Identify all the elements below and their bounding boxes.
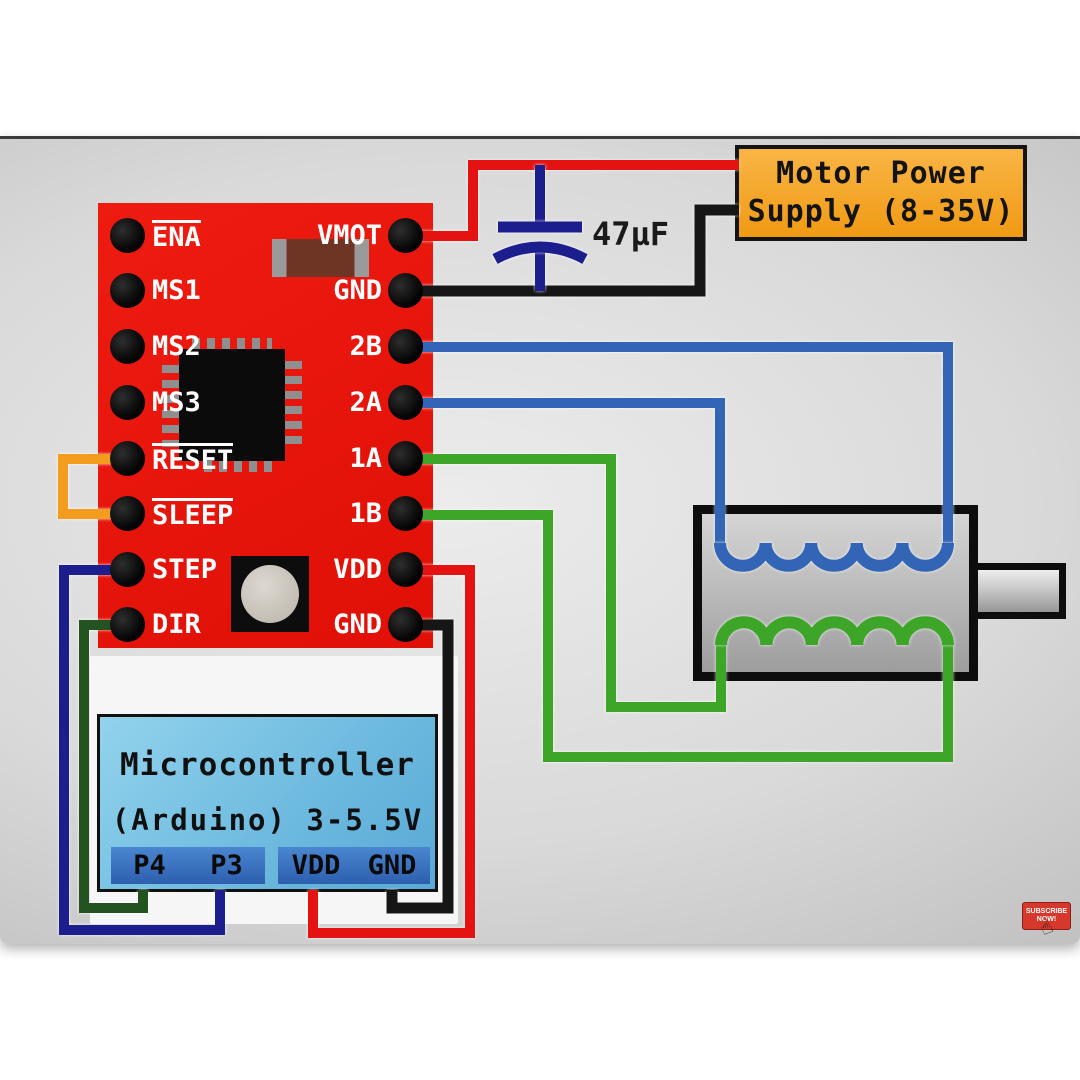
mcu-pin-vdd: VDD — [291, 850, 341, 881]
chip-pins-right — [284, 361, 302, 447]
pin-2a — [388, 385, 423, 420]
wire-gnd-mcu — [386, 619, 454, 914]
label-gnd-top: GND — [333, 275, 382, 306]
current-potentiometer — [231, 556, 309, 632]
microcontroller-title: Microcontroller — [120, 747, 415, 783]
label-2a: 2A — [349, 387, 382, 418]
pin-gnd-bottom — [388, 607, 423, 642]
motor-coil-a — [715, 616, 954, 646]
label-vdd: VDD — [333, 554, 382, 585]
wire-vmot-supply — [405, 160, 739, 241]
label-ms3: MS3 — [152, 387, 201, 418]
mcu-pin-p4: P4 — [133, 850, 166, 881]
pin-1b — [388, 496, 423, 531]
stepper-motor-body — [693, 505, 978, 681]
wire-1b-motor — [405, 510, 953, 762]
pin-ms1 — [110, 273, 145, 308]
capacitor-plate-bottom — [492, 241, 588, 264]
subscribe-badge[interactable]: SUBSCRIBE NOW! — [1022, 902, 1071, 930]
pin-sleep — [110, 496, 145, 531]
driver-ic-chip — [179, 349, 285, 461]
label-2b: 2B — [349, 331, 382, 362]
label-1a: 1A — [349, 443, 382, 474]
power-supply-line2: Supply (8-35V) — [747, 194, 1015, 229]
label-sleep: SLEEP — [152, 498, 234, 531]
label-gnd-bottom: GND — [333, 609, 382, 640]
label-reset: RESET — [152, 443, 234, 476]
label-ms1: MS1 — [152, 275, 201, 306]
label-ms2: MS2 — [152, 331, 201, 362]
chip-pins-left — [162, 365, 180, 447]
motor-coil-b — [714, 542, 954, 572]
pin-gnd-top — [388, 273, 423, 308]
wire-1a-motor — [405, 454, 726, 712]
microcontroller-subtitle: (Arduino) 3-5.5V — [111, 803, 424, 837]
mcu-pin-gnd: GND — [367, 850, 417, 881]
wire-reset-sleep — [58, 454, 128, 519]
smd-resistor — [272, 239, 369, 277]
label-step: STEP — [152, 554, 218, 585]
subscribe-badge-line2: NOW! — [1036, 916, 1057, 923]
mcu-pin-strip-signals: P4 P3 — [111, 847, 265, 884]
chip-pins-top — [192, 338, 272, 350]
motor-shaft — [978, 563, 1066, 619]
mcu-pin-p3: P3 — [210, 850, 243, 881]
subscribe-badge-line1: SUBSCRIBE — [1025, 908, 1068, 915]
mcu-pin-strip-power: VDD GND — [278, 847, 430, 884]
microcontroller-box: Microcontroller (Arduino) 3-5.5V P4 P3 V… — [97, 714, 438, 892]
wire-vdd-mcu — [308, 565, 475, 938]
pin-vdd — [388, 552, 423, 587]
pin-ena — [110, 218, 145, 253]
pin-step — [110, 552, 145, 587]
pin-reset — [110, 441, 145, 476]
power-supply-line1: Motor Power — [776, 156, 986, 191]
wire-step-p3 — [59, 565, 225, 935]
pin-2b — [388, 329, 423, 364]
label-1b: 1B — [349, 498, 382, 529]
label-vmot: VMOT — [316, 220, 382, 251]
label-dir: DIR — [152, 609, 201, 640]
wire-2b-motor — [405, 342, 953, 543]
chip-pins-bottom — [204, 460, 272, 472]
pin-dir — [110, 607, 145, 642]
pin-ms3 — [110, 385, 145, 420]
pin-vmot — [388, 218, 423, 253]
wire-2a-motor — [405, 398, 725, 543]
label-ena: ENA — [152, 220, 201, 253]
pin-1a — [388, 441, 423, 476]
motor-power-supply-box: Motor Power Supply (8-35V) — [735, 145, 1027, 241]
potentiometer-knob — [241, 565, 299, 623]
pin-ms2 — [110, 329, 145, 364]
capacitor-value-label: 47µF — [592, 215, 670, 253]
wire-gnd-supply — [405, 204, 739, 297]
wire-dir-p4 — [79, 620, 148, 913]
